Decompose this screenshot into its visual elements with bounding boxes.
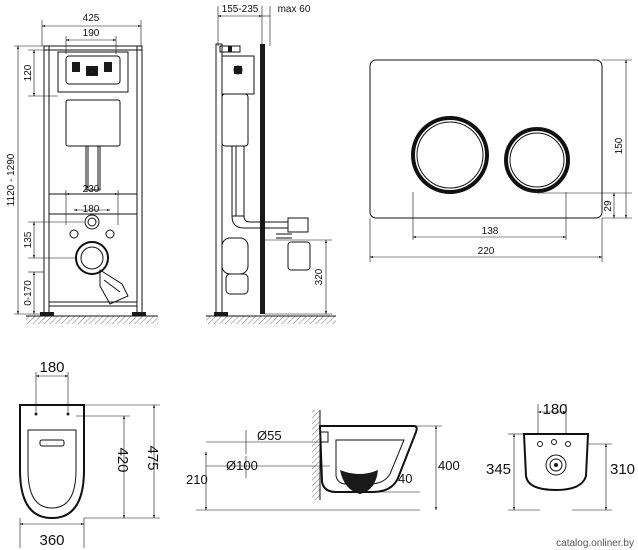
dim-plate-width-220: 220 [478,246,495,257]
flush-button-small [504,127,570,193]
frame-side-view: 155-235 max 60 320 [206,4,336,324]
flush-plate-view: 150 29 138 220 [369,59,632,262]
dim-button-spacing-138: 138 [482,226,499,237]
bowl-back-outline [522,433,590,492]
floor-hatch-side [206,316,336,324]
dim-bowl-height-400: 400 [438,458,460,473]
bowl-side-view: Ø55 Ø100 210 400 40 [186,410,460,511]
dim-inlet-diameter: Ø55 [257,428,282,443]
dim-plate-height-150: 150 [614,137,625,154]
bowl-side-outline [318,425,418,493]
dim-bowl-length-475: 475 [144,445,161,470]
dim-back-mount-spacing-180: 180 [542,401,567,418]
flush-plate [369,59,603,219]
dim-wall-gap-40: 40 [398,471,412,486]
dim-height-range: 1120 - 1290 [6,153,17,206]
dim-pipe-height-135: 135 [23,231,34,248]
dim-pipe-spacing-180: 180 [83,204,100,215]
dim-outlet-diameter: Ø100 [226,458,258,473]
dim-mount-spacing-180: 180 [39,359,64,376]
dim-outlet-height-210: 210 [186,472,208,487]
bowl-top-outline [19,404,85,520]
dim-leg-range: 0-170 [23,280,34,306]
dim-outlet-height-320: 320 [314,268,325,285]
watermark: catalog.onliner.by [556,538,634,549]
dim-mount-width-230: 230 [83,184,100,195]
bowl-back-view: 180 345 310 [486,401,635,511]
frame-front-view: 425 190 230 180 [6,13,158,324]
dim-bowl-width-360: 360 [39,532,64,549]
dim-plate-width-190: 190 [83,28,100,39]
dim-top-offset-120: 120 [23,64,34,81]
wall-hatch [312,410,320,500]
dim-back-left-345: 345 [486,461,511,478]
dim-max-depth: max 60 [278,4,311,15]
dim-button-offset-29: 29 [603,200,614,212]
dim-width-425: 425 [83,13,100,24]
dim-depth-range: 155-235 [222,4,259,15]
flush-button-large [411,116,489,194]
bowl-top-view: 180 475 420 360 [19,359,161,549]
dim-seat-length-420: 420 [114,447,131,472]
dim-back-right-310: 310 [610,461,635,478]
floor-hatch [26,316,158,324]
